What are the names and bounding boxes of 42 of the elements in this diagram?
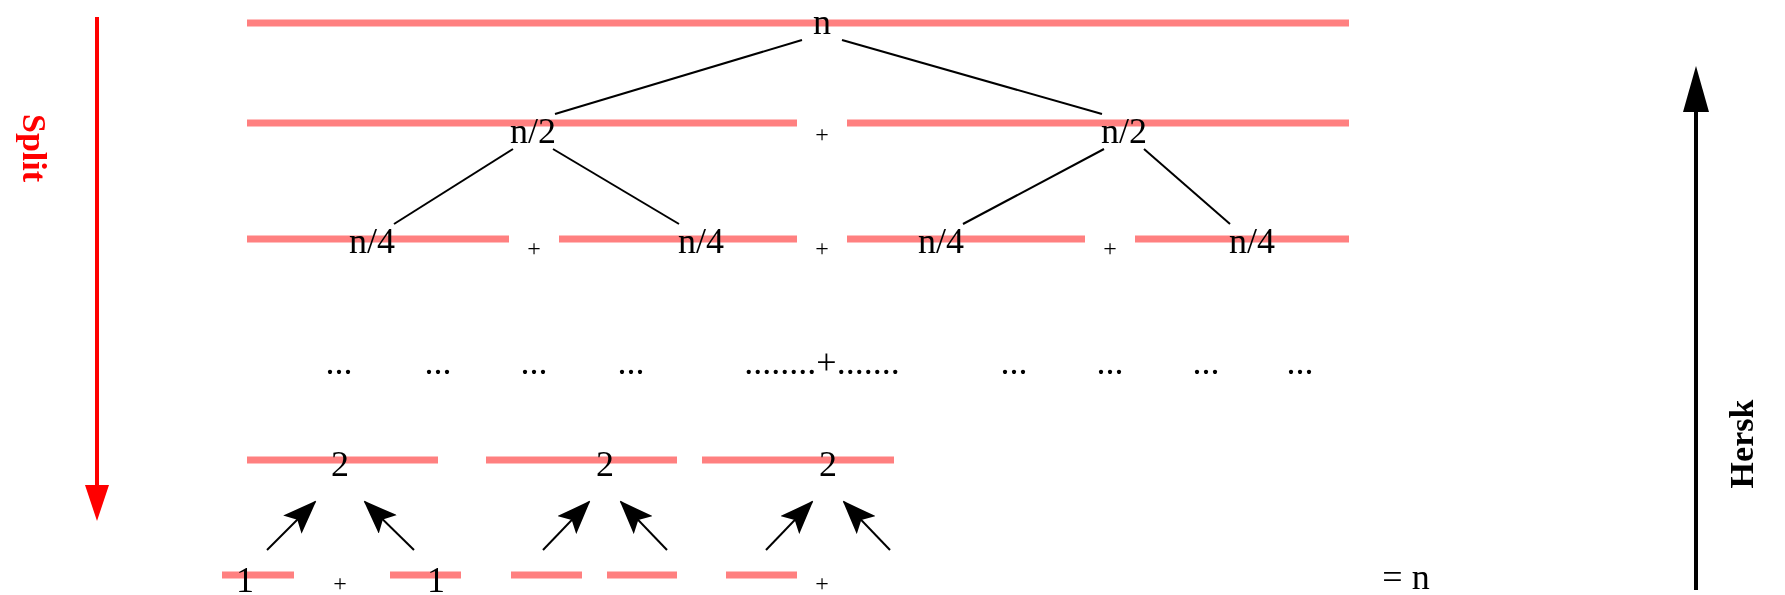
arrow xyxy=(619,500,668,551)
tree-line xyxy=(393,148,514,225)
ellipsis-text: ... xyxy=(617,344,645,380)
ellipsis-text: ... xyxy=(1192,344,1220,380)
term-label: 2 xyxy=(819,446,837,482)
plus-sign: + xyxy=(815,236,829,260)
direction-label: Split xyxy=(17,114,51,182)
arrow xyxy=(363,500,415,551)
ellipsis-text: ... xyxy=(1000,344,1028,380)
ellipsis-text: ... xyxy=(424,344,452,380)
tree-line xyxy=(841,39,1103,115)
arrow xyxy=(765,500,814,551)
ellipsis-text: ... xyxy=(1096,344,1124,380)
tree-line xyxy=(962,148,1105,225)
term-label: n/4 xyxy=(349,223,395,259)
ellipsis-text: = n xyxy=(1382,559,1430,595)
tree-line xyxy=(1143,148,1231,225)
term-label: 2 xyxy=(596,446,614,482)
plus-sign: + xyxy=(333,571,347,595)
direction-label: Hersk xyxy=(1725,399,1759,489)
term-label: 1 xyxy=(236,562,254,595)
ellipsis-text: ... xyxy=(325,344,353,380)
ellipsis-text: ........+....... xyxy=(744,344,900,380)
term-label: n/4 xyxy=(918,223,964,259)
term-label: n/4 xyxy=(678,223,724,259)
plus-sign: + xyxy=(815,122,829,146)
term-label: n/2 xyxy=(1101,113,1147,149)
arrow xyxy=(542,500,591,551)
ellipsis-text: ... xyxy=(520,344,548,380)
tree-line xyxy=(554,39,803,115)
arrow xyxy=(842,500,891,551)
tree-line xyxy=(552,148,680,225)
term-label: 2 xyxy=(331,446,349,482)
plus-sign: + xyxy=(1103,236,1117,260)
term-label: n xyxy=(813,4,831,40)
plus-sign: + xyxy=(527,236,541,260)
ellipsis-text: ... xyxy=(1286,344,1314,380)
term-label: 1 xyxy=(427,562,445,595)
term-label: n/2 xyxy=(510,113,556,149)
arrow xyxy=(266,500,317,551)
plus-sign: + xyxy=(815,571,829,595)
term-label: n/4 xyxy=(1229,223,1275,259)
